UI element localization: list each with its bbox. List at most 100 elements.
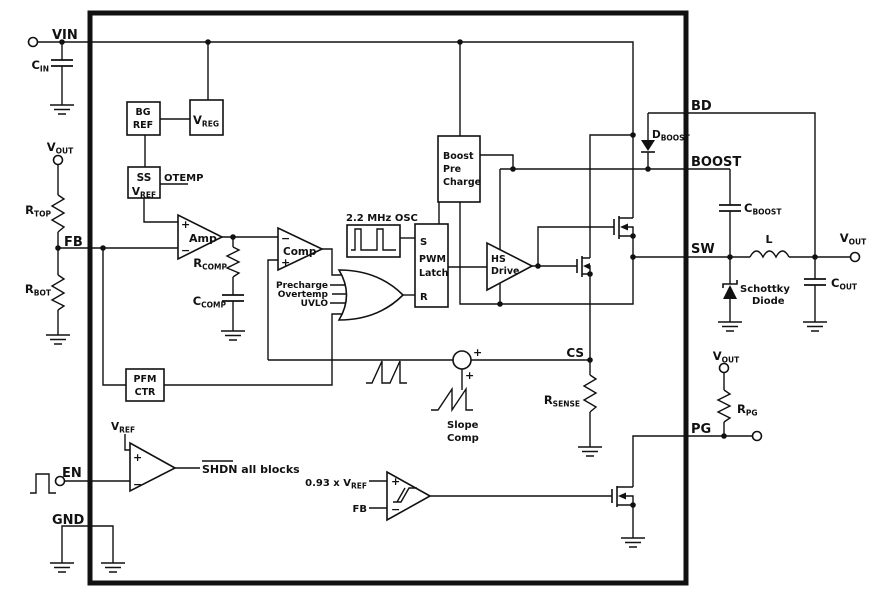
bg-ref-block <box>126 101 161 136</box>
wire-vin-rail <box>38 41 634 218</box>
latch-text-1: PWM <box>419 254 446 265</box>
rtop-resistor <box>50 194 66 233</box>
vout-label: VOUT <box>840 231 867 247</box>
bg-ref-text-1: BG <box>135 107 150 118</box>
wire-or-stubs <box>330 284 348 304</box>
comp-minus: − <box>281 232 290 245</box>
pg-comp-plus: + <box>391 475 400 488</box>
inductor-symbol <box>749 250 790 259</box>
vout-divider-terminal <box>52 154 64 166</box>
capacitors <box>51 59 826 302</box>
summing-node <box>452 350 472 370</box>
amp-plus: + <box>181 218 190 231</box>
wire-fb-pfm <box>102 248 126 386</box>
pg-terminal <box>751 430 763 442</box>
osc-block <box>346 224 401 258</box>
slope-comp-text-1: Slope <box>447 420 479 431</box>
vout-divider-label: VOUT <box>47 140 74 156</box>
wire-cs-comp-plus <box>267 259 278 360</box>
cout-label: COUT <box>831 276 858 292</box>
ground-icon <box>803 321 827 332</box>
otemp-label: OTEMP <box>164 173 203 184</box>
rbot-label: RBOT <box>25 282 52 298</box>
ground-icon <box>46 334 70 345</box>
cboost-label: CBOOST <box>744 201 782 217</box>
pin-sw: SW <box>691 242 715 257</box>
pin-fb: FB <box>64 235 83 250</box>
rcomp-resistor <box>225 246 241 278</box>
ground-icon <box>50 562 74 573</box>
boost-precharge-block <box>437 135 481 203</box>
schottky-label-2: Diode <box>752 296 785 307</box>
pg-comp-minus: − <box>391 503 400 516</box>
cin-label: CIN <box>31 58 49 74</box>
cboost-capacitor <box>719 204 741 212</box>
en-comp-plus: + <box>133 451 142 464</box>
inductor-label: L <box>765 233 772 246</box>
labels: VIN FB EN GND BD BOOST SW PG CS CIN VOUT… <box>25 28 867 528</box>
en-vref-label: VREF <box>111 421 135 435</box>
cout-capacitor <box>804 278 826 286</box>
pg-ref-label: 0.93 x VREF <box>305 478 367 491</box>
or-input-overtemp: Overtemp <box>278 290 329 300</box>
wire-vin-branch-sensefet <box>589 134 633 258</box>
rpg-resistor <box>716 389 732 423</box>
dboost-label: DBOOST <box>652 129 691 143</box>
pin-bd: BD <box>691 99 712 114</box>
ss-label: SS <box>137 172 152 184</box>
pg-comparator <box>386 470 432 522</box>
vout-terminal <box>849 251 861 263</box>
en-comp-minus: − <box>133 478 142 491</box>
latch-r: R <box>420 292 428 303</box>
rcomp-label: RCOMP <box>193 256 227 272</box>
pin-vin: VIN <box>52 28 78 43</box>
pg-fb-label: FB <box>353 504 367 515</box>
cin-capacitor <box>51 59 73 67</box>
wire-ss-amp <box>143 198 178 223</box>
blocks <box>125 99 481 402</box>
current-ramp-icon <box>366 360 407 384</box>
wire-pfm-or <box>164 313 343 386</box>
error-amp <box>177 213 224 261</box>
ground-symbols <box>46 104 827 573</box>
wires <box>38 41 850 563</box>
pin-gnd: GND <box>52 513 85 528</box>
ss-vref-label: VREF <box>132 186 156 200</box>
wire-bpc-boost <box>479 154 514 169</box>
wire-pgfet-drain <box>632 435 752 487</box>
pin-pg: PG <box>691 422 711 437</box>
wire-hs-gates <box>532 226 614 267</box>
bpc-text-2: Pre <box>443 164 461 175</box>
wire-vref-en <box>124 434 130 451</box>
pin-cs: CS <box>566 346 584 360</box>
hs-drive-text-1: HS <box>491 254 506 265</box>
ground-icon <box>101 562 125 573</box>
wire-comp-or <box>322 248 343 276</box>
dboost-diode <box>641 140 655 153</box>
latch-text-2: Latch <box>419 268 449 279</box>
pfm-text-1: PFM <box>134 374 157 385</box>
pin-en: EN <box>62 466 82 481</box>
hs-power-mosfet <box>613 216 634 239</box>
vreg-block <box>189 99 224 136</box>
hs-drive-text-2: Drive <box>491 266 519 277</box>
pin-boost: BOOST <box>691 155 741 170</box>
ground-icon <box>578 446 602 457</box>
rpg-label: RPG <box>737 402 758 418</box>
shdn-label: SHDN all blocks <box>202 463 300 476</box>
bpc-text-3: Charge <box>443 177 481 188</box>
pwm-comparator <box>277 226 324 272</box>
ccomp-label: CCOMP <box>193 294 227 310</box>
schottky-diode <box>722 280 738 299</box>
ss-vref-block <box>127 166 161 199</box>
osc-label: 2.2 MHz OSC <box>346 213 418 224</box>
en-comparator <box>129 441 177 493</box>
wire-pgcomp-in <box>369 480 387 509</box>
rsense-resistor <box>582 374 598 413</box>
rsense-label: RSENSE <box>544 393 580 409</box>
ground-icon <box>718 321 742 332</box>
pwm-latch-block <box>414 223 449 308</box>
pfm-text-2: CTR <box>135 387 156 398</box>
